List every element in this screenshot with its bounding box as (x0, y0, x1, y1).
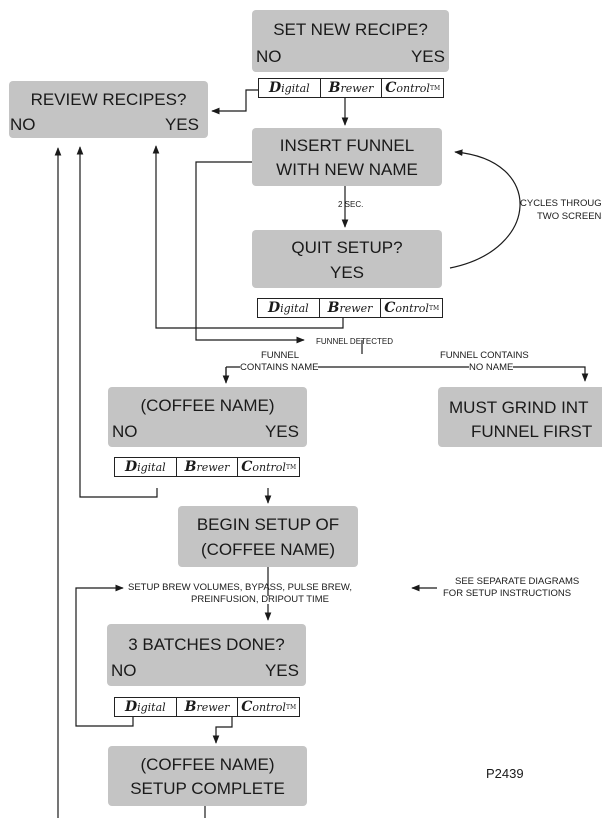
no-name-line2: NO NAME (469, 362, 514, 374)
insert-funnel-line1: INSERT FUNNEL (279, 136, 415, 155)
batches-done-no: NO (111, 661, 137, 680)
see-separate-line2: FOR SETUP INSTRUCTIONS (443, 588, 572, 599)
begin-setup-line2: (COFFEE NAME) (200, 540, 336, 559)
must-grind-line1: MUST GRIND INT (449, 398, 589, 417)
setup-complete-line1: (COFFEE NAME) (140, 755, 275, 774)
contains-name-line1: FUNNEL (261, 350, 300, 361)
cycles-note-line2: TWO SCREENS (537, 211, 602, 222)
setup-brew-line1: SETUP BREW VOLUMES, BYPASS, PULSE BREW, (128, 582, 353, 593)
set-new-recipe-title: SET NEW RECIPE? (273, 20, 428, 39)
batches-done-yes: YES (264, 661, 299, 680)
coffee-name-screen: (COFFEE NAME) NO YES (108, 387, 307, 447)
batches-done-screen: 3 BATCHES DONE? NO YES (107, 624, 306, 686)
setup-complete-screen: (COFFEE NAME) SETUP COMPLETE (108, 746, 307, 806)
cycles-note-line1: CYCLES THROUGH (520, 198, 602, 209)
set-new-recipe-screen: SET NEW RECIPE? NO YES (252, 10, 449, 72)
coffee-name-yes: YES (264, 422, 299, 441)
figure-id: P2439 (486, 766, 524, 781)
coffee-name-no: NO (112, 422, 138, 441)
begin-setup-line1: BEGIN SETUP OF (196, 515, 340, 534)
set-new-recipe-no: NO (256, 47, 282, 66)
quit-setup-screen: QUIT SETUP? YES (252, 230, 442, 288)
insert-funnel-line2: WITH NEW NAME (276, 160, 418, 179)
set-new-recipe-yes: YES (410, 47, 445, 66)
see-separate-line1: SEE SEPARATE DIAGRAMS (455, 576, 580, 587)
quit-setup-yes: YES (329, 263, 365, 282)
review-recipes-yes: YES (164, 115, 199, 134)
review-recipes-screen: REVIEW RECIPES? NO YES (9, 81, 208, 138)
contains-name-line2: CONTAINS NAME (240, 362, 319, 374)
no-name-line1: FUNNEL CONTAINS (440, 350, 529, 361)
quit-setup-title: QUIT SETUP? (291, 238, 403, 257)
review-recipes-no: NO (10, 115, 36, 134)
setup-complete-line2: SETUP COMPLETE (130, 779, 285, 798)
two-sec-note: 2 SEC. (338, 200, 364, 209)
must-grind-screen: MUST GRIND INT FUNNEL FIRST (438, 387, 602, 447)
batches-done-title: 3 BATCHES DONE? (128, 635, 285, 654)
coffee-name-title: (COFFEE NAME) (140, 396, 275, 415)
review-recipes-title: REVIEW RECIPES? (30, 90, 187, 109)
insert-funnel-screen: INSERT FUNNEL WITH NEW NAME (252, 128, 442, 186)
must-grind-line2: FUNNEL FIRST (471, 422, 593, 441)
setup-brew-line2: PREINFUSION, DRIPOUT TIME (191, 594, 329, 605)
funnel-detected-note: FUNNEL DETECTED (316, 337, 394, 346)
begin-setup-screen: BEGIN SETUP OF (COFFEE NAME) (178, 506, 358, 567)
